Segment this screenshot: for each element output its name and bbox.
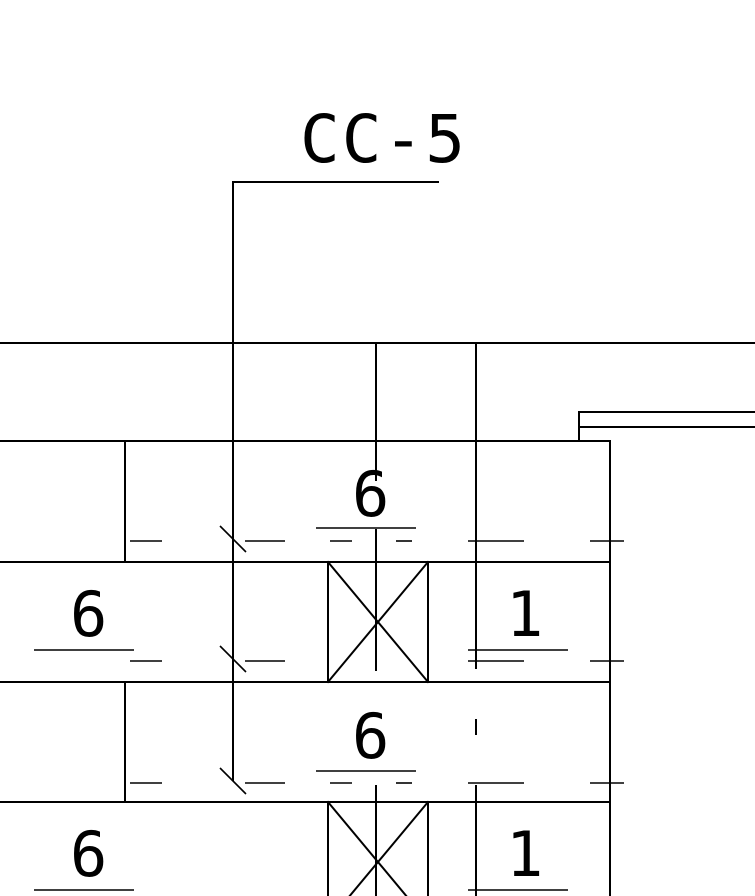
vertical-lines [124, 342, 611, 896]
svg-text:1: 1 [506, 578, 543, 651]
svg-text:6: 6 [70, 578, 107, 651]
cell-label-right-row-a: 1 [468, 578, 568, 651]
cell-label-left-row-b: 6 [34, 818, 134, 891]
callout-leader [232, 181, 439, 344]
crossed-box-lower [326, 785, 430, 896]
right-ledge [578, 411, 755, 442]
cell-label-lower-center: 6 [316, 700, 416, 773]
svg-text:1: 1 [506, 818, 543, 891]
crossed-box-upper [326, 529, 430, 684]
svg-text:6: 6 [352, 458, 389, 531]
callout-label: CC-5 [300, 101, 467, 178]
tick-dashes [130, 540, 624, 784]
cell-label-upper-center: 6 [316, 458, 416, 531]
svg-text:6: 6 [70, 818, 107, 891]
svg-text:6: 6 [352, 700, 389, 773]
cell-label-left-row-a: 6 [34, 578, 134, 651]
horizontal-lines [0, 342, 755, 803]
cell-label-right-row-b: 1 [468, 818, 568, 891]
diagonal-ticks [219, 525, 247, 795]
